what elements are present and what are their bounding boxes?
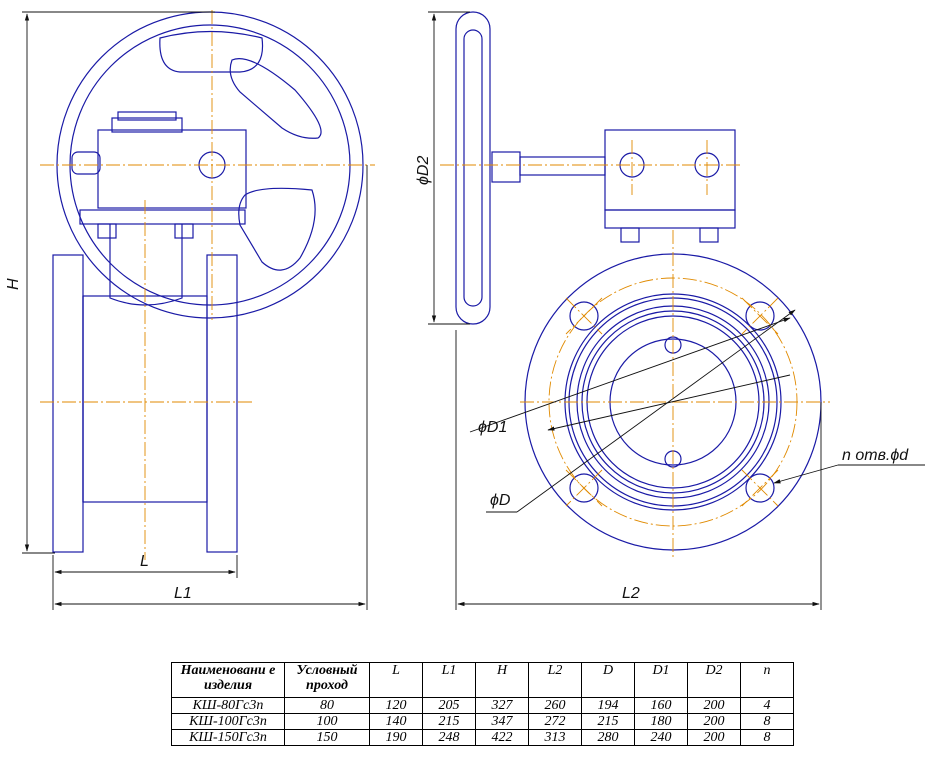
cell: 190 xyxy=(369,729,423,746)
cell: 160 xyxy=(634,697,688,714)
handwheel-window-right2 xyxy=(238,187,316,271)
cell: 120 xyxy=(369,697,423,714)
flange-left xyxy=(52,254,84,553)
shaft xyxy=(491,151,521,183)
cell: КШ-80Гс3п xyxy=(171,697,285,714)
gearbox-bolt-left xyxy=(97,223,117,239)
header-n: n xyxy=(740,662,794,698)
cell: 194 xyxy=(581,697,635,714)
gearbox-side-boss xyxy=(71,151,101,175)
header-L: L xyxy=(369,662,423,698)
header-D2: D2 xyxy=(687,662,741,698)
handwheel-rim-side xyxy=(455,11,491,325)
cell: 240 xyxy=(634,729,688,746)
gearbox-cap xyxy=(111,117,183,133)
cell: 272 xyxy=(528,713,582,730)
header-L1: L1 xyxy=(422,662,476,698)
front-dimensions xyxy=(22,11,368,610)
cell: 8 xyxy=(740,729,794,746)
label-L1: L1 xyxy=(174,585,192,602)
table-header-row: Наименовани е изделия Условный проход L … xyxy=(171,662,794,698)
side-dimensions xyxy=(428,11,925,610)
cell: 150 xyxy=(284,729,370,746)
table-row: КШ-100Гс3п 100 140 215 347 272 215 180 2… xyxy=(171,713,794,730)
cell: КШ-100Гс3п xyxy=(171,713,285,730)
label-D1: ϕD1 xyxy=(478,419,507,436)
cell: 80 xyxy=(284,697,370,714)
side-view xyxy=(455,11,822,551)
gearbox-body xyxy=(97,129,247,209)
cell: 215 xyxy=(581,713,635,730)
cell: 4 xyxy=(740,697,794,714)
cell: 313 xyxy=(528,729,582,746)
gearbox-flange xyxy=(79,209,246,225)
header-nominal: Условный проход xyxy=(284,662,370,698)
cell: КШ-150Гс3п xyxy=(171,729,285,746)
header-H: H xyxy=(475,662,529,698)
side-centerlines xyxy=(440,140,830,560)
cell: 180 xyxy=(634,713,688,730)
cell: 260 xyxy=(528,697,582,714)
header-L2: L2 xyxy=(528,662,582,698)
cell: 140 xyxy=(369,713,423,730)
cell: 205 xyxy=(422,697,476,714)
gearbox-cap-top xyxy=(117,111,177,121)
cell: 248 xyxy=(422,729,476,746)
cell: 422 xyxy=(475,729,529,746)
cell: 347 xyxy=(475,713,529,730)
header-D: D xyxy=(581,662,635,698)
front-centerlines xyxy=(40,10,375,560)
cell: 215 xyxy=(422,713,476,730)
table-row: КШ-80Гс3п 80 120 205 327 260 194 160 200… xyxy=(171,697,794,714)
valve-neck xyxy=(109,224,183,306)
label-L: L xyxy=(140,553,149,570)
label-holes: n отв.ϕd xyxy=(842,447,909,464)
bolt-hole xyxy=(569,473,599,503)
header-D1: D1 xyxy=(634,662,688,698)
header-name: Наименовани е изделия xyxy=(171,662,285,698)
bolt-hole xyxy=(745,301,775,331)
cell: 280 xyxy=(581,729,635,746)
gearbox-side xyxy=(604,129,736,211)
front-view xyxy=(52,11,364,553)
spec-table: Наименовани е изделия Условный проход L … xyxy=(171,662,794,746)
bolt-hole xyxy=(569,301,599,331)
label-D: ϕD xyxy=(490,492,511,509)
cell: 327 xyxy=(475,697,529,714)
gearbox-bolt-right xyxy=(174,223,194,239)
cell: 200 xyxy=(687,713,741,730)
label-D2: ϕD2 xyxy=(415,156,432,185)
cell: 200 xyxy=(687,697,741,714)
bolt-hole xyxy=(745,473,775,503)
cell: 100 xyxy=(284,713,370,730)
label-H: H xyxy=(5,278,22,290)
cell: 200 xyxy=(687,729,741,746)
table-row: КШ-150Гс3п 150 190 248 422 313 280 240 2… xyxy=(171,729,794,746)
handwheel-window-top xyxy=(159,30,264,73)
label-L2: L2 xyxy=(622,585,640,602)
flange-right xyxy=(206,254,238,553)
handwheel-window-right xyxy=(229,58,322,139)
cell: 8 xyxy=(740,713,794,730)
valve-drawing: H L L1 xyxy=(5,10,925,610)
